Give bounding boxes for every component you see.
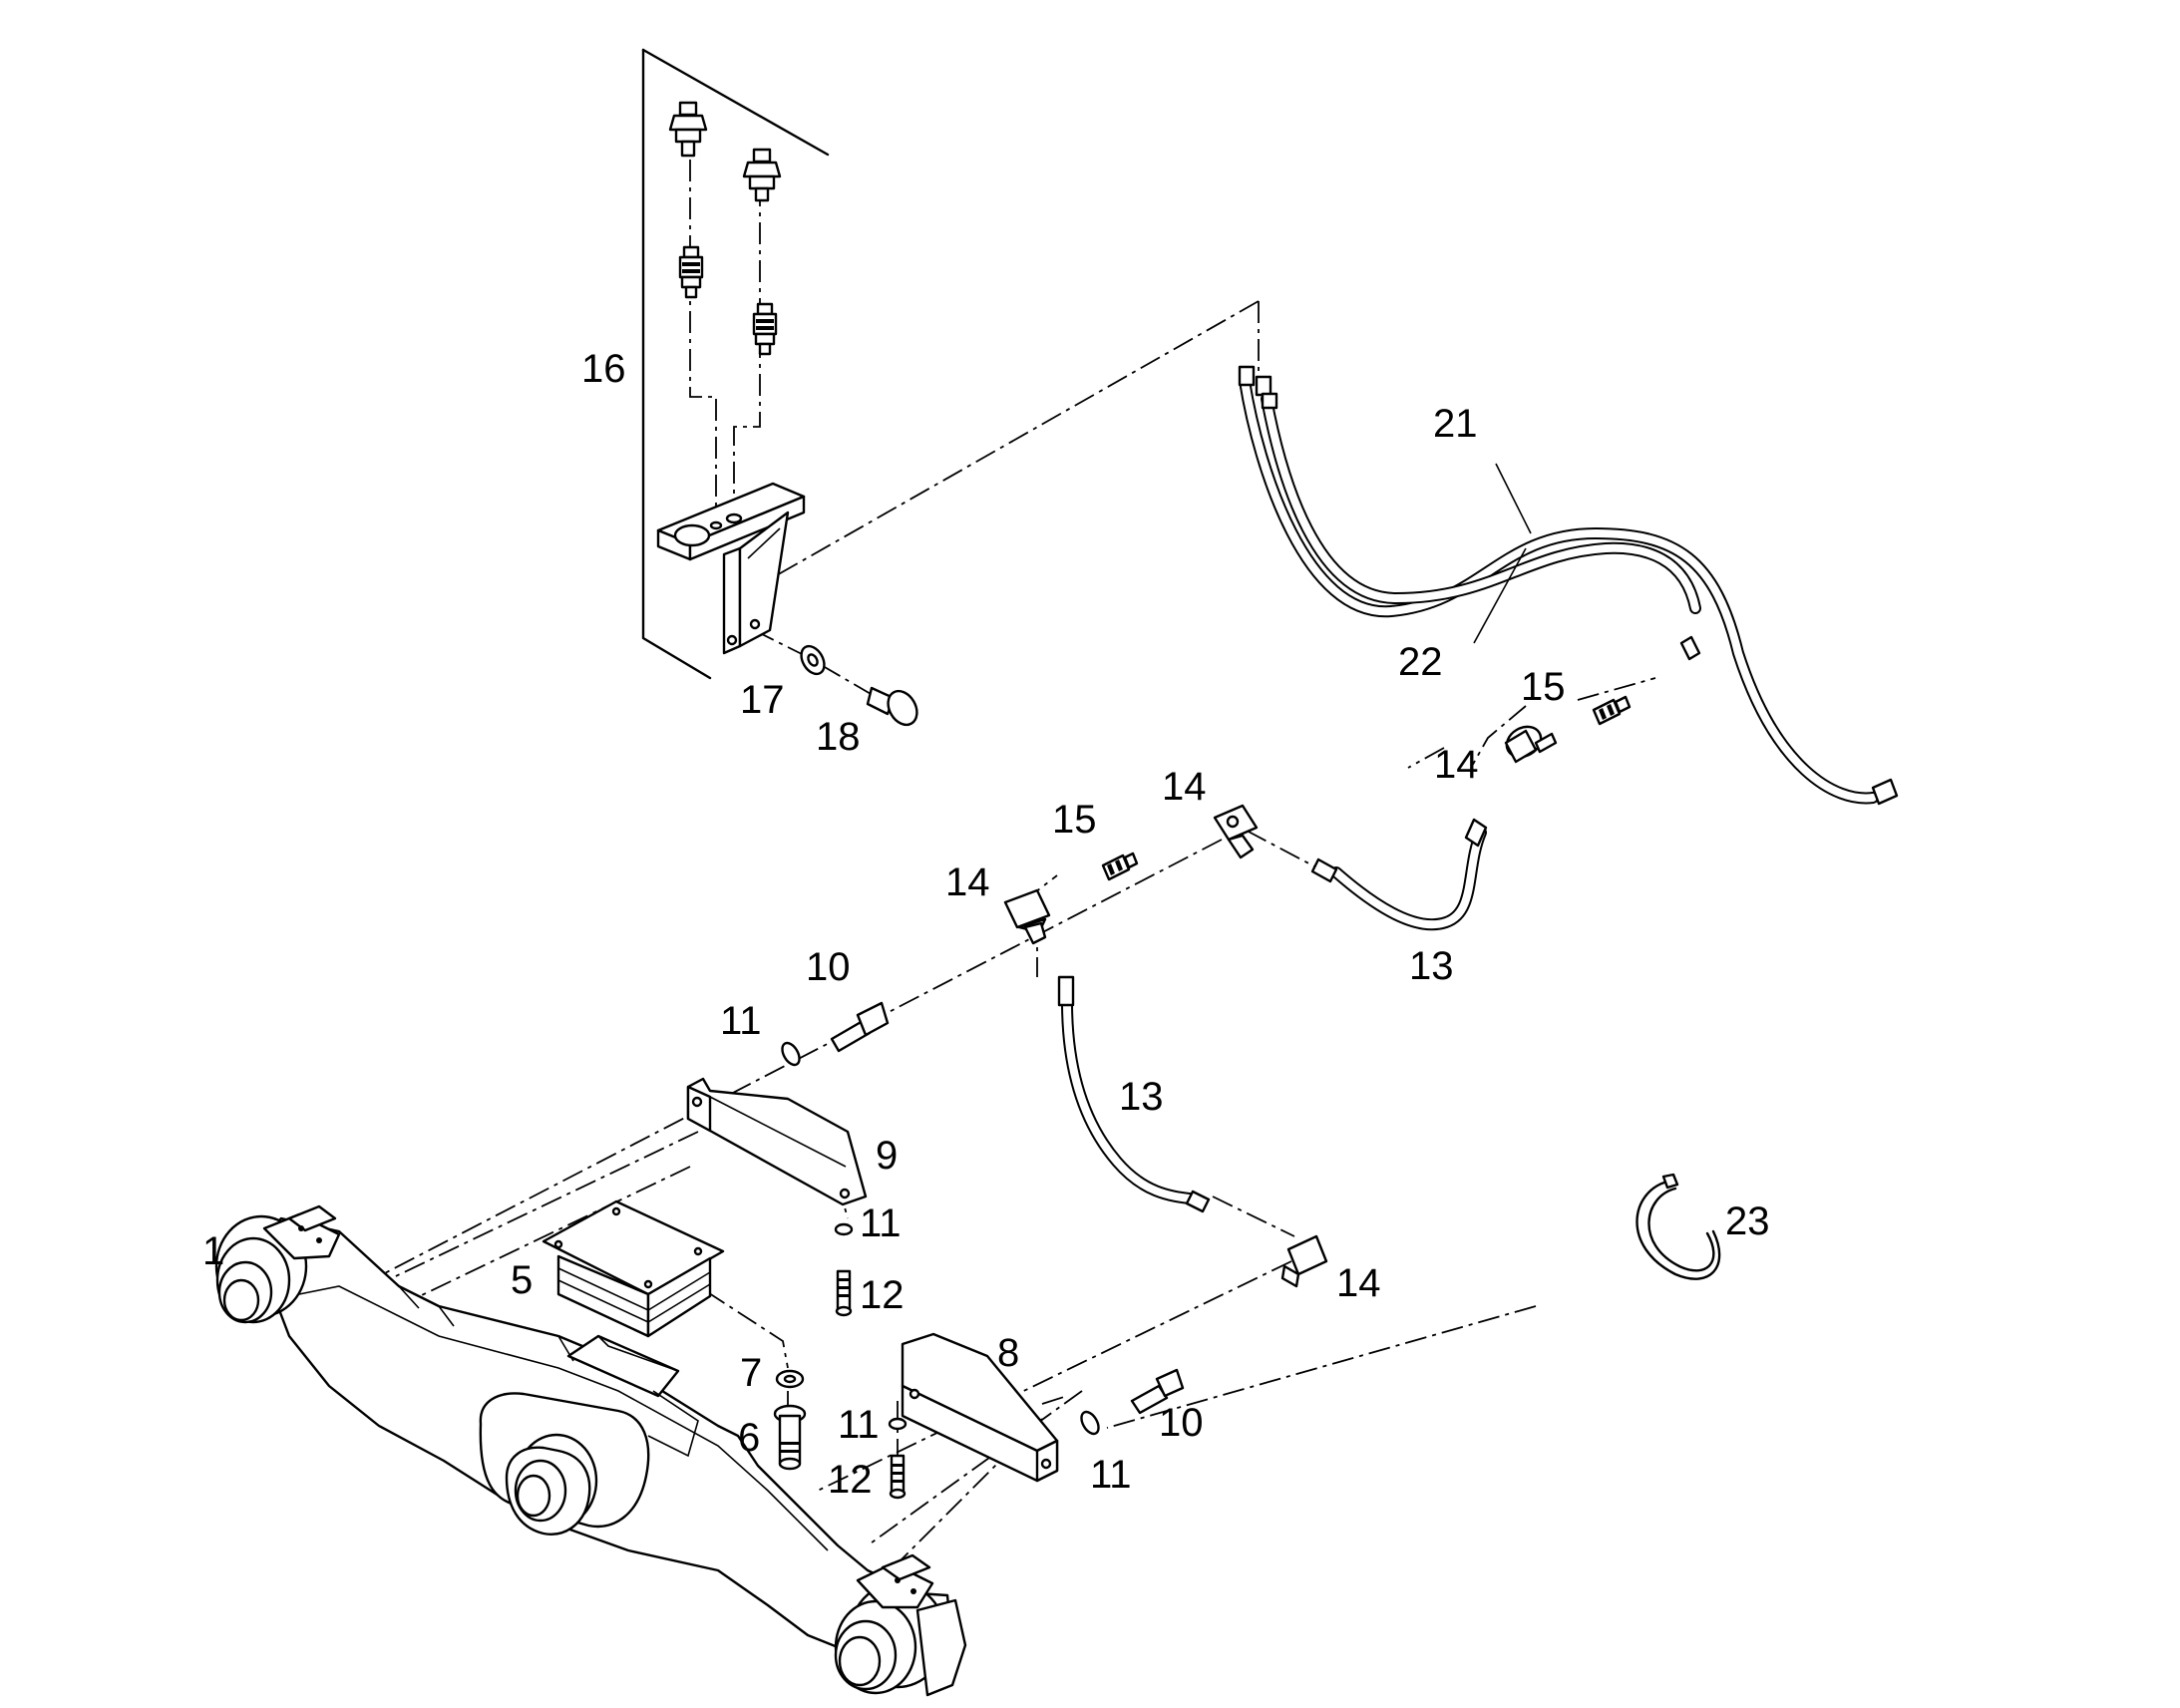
- bolt-12-under-plate-8: [889, 1454, 907, 1500]
- callout-12-plate-9: 12: [860, 1273, 905, 1317]
- callout-21: 21: [1433, 402, 1478, 446]
- callout-1: 1: [202, 1229, 224, 1273]
- callout-18: 18: [816, 715, 861, 759]
- washer-11-upper: [781, 1041, 801, 1067]
- callout-17: 17: [740, 678, 785, 722]
- washer-11-lower-right: [1080, 1410, 1100, 1436]
- callout-7: 7: [740, 1351, 762, 1395]
- callout-5: 5: [511, 1258, 533, 1302]
- callout-11-plate-8: 11: [838, 1403, 880, 1447]
- callout-14-lower: 14: [1336, 1261, 1381, 1305]
- grease-nipple-left: [668, 101, 708, 158]
- tee-fitting-14-middle-right: [1213, 804, 1259, 859]
- callout-13-upper: 13: [1409, 944, 1454, 988]
- hose-clamp-23: [1635, 1173, 1721, 1280]
- callout-8: 8: [997, 1331, 1019, 1375]
- callout-14-middle-left: 14: [945, 860, 990, 904]
- hose-21-22-bundle: [1238, 365, 1899, 806]
- callout-9: 9: [876, 1134, 898, 1178]
- axle-beam-1: [214, 1204, 967, 1697]
- callout-14-middle-right: 14: [1162, 765, 1207, 809]
- callout-13-lower: 13: [1119, 1075, 1164, 1119]
- callout-10-upper: 10: [806, 945, 851, 989]
- mounting-bracket: [656, 482, 806, 655]
- rubber-pad-5: [542, 1199, 725, 1338]
- bolt-12-under-plate-9: [835, 1269, 853, 1317]
- grease-nipple-right: [742, 148, 782, 202]
- hose-13-lower: [1057, 975, 1211, 1213]
- callout-15-middle: 15: [1052, 798, 1097, 842]
- callout-16: 16: [581, 347, 626, 391]
- callout-15-upper: 15: [1521, 665, 1566, 709]
- hose-13-upper: [1310, 818, 1488, 931]
- mounting-plate-8: [901, 1332, 1059, 1483]
- callout-23: 23: [1725, 1199, 1770, 1243]
- callout-14-upper-right: 14: [1434, 743, 1479, 787]
- adapter-15-middle: [1101, 852, 1139, 881]
- tee-fitting-14-middle-left: [1003, 888, 1051, 945]
- bolt-18: [866, 686, 918, 727]
- bracket-assembly-frame: [641, 48, 830, 680]
- callout-12-plate-8: 12: [828, 1458, 873, 1502]
- callout-10-lower: 10: [1159, 1401, 1204, 1445]
- bulkhead-fitting-left: [678, 245, 704, 299]
- tee-fitting-14-upper-right: [1504, 725, 1558, 764]
- callout-11-plate-9: 11: [860, 1201, 902, 1245]
- callout-labels: 1 5 6 7 8 9 10 10 11 11 11 11 12 12 13 1…: [202, 347, 1770, 1502]
- washer-11-under-plate-9: [834, 1222, 854, 1236]
- mounting-plate-9: [686, 1077, 868, 1206]
- leader-lines: [1473, 463, 1532, 644]
- tee-fitting-14-lower: [1280, 1234, 1328, 1288]
- bolt-6: [773, 1404, 807, 1471]
- callout-6: 6: [738, 1416, 760, 1460]
- washer-11-under-plate-8: [888, 1417, 908, 1431]
- bolt-10-lower: [1130, 1368, 1185, 1415]
- callout-11-lower-right: 11: [1090, 1453, 1132, 1497]
- adapter-15-upper: [1592, 695, 1632, 726]
- callout-11-upper: 11: [720, 999, 762, 1043]
- washer-7: [775, 1369, 805, 1389]
- bolt-10-upper: [830, 1001, 890, 1053]
- callout-22: 22: [1398, 640, 1443, 684]
- bulkhead-fitting-right: [752, 302, 778, 356]
- washer-17: [800, 644, 826, 676]
